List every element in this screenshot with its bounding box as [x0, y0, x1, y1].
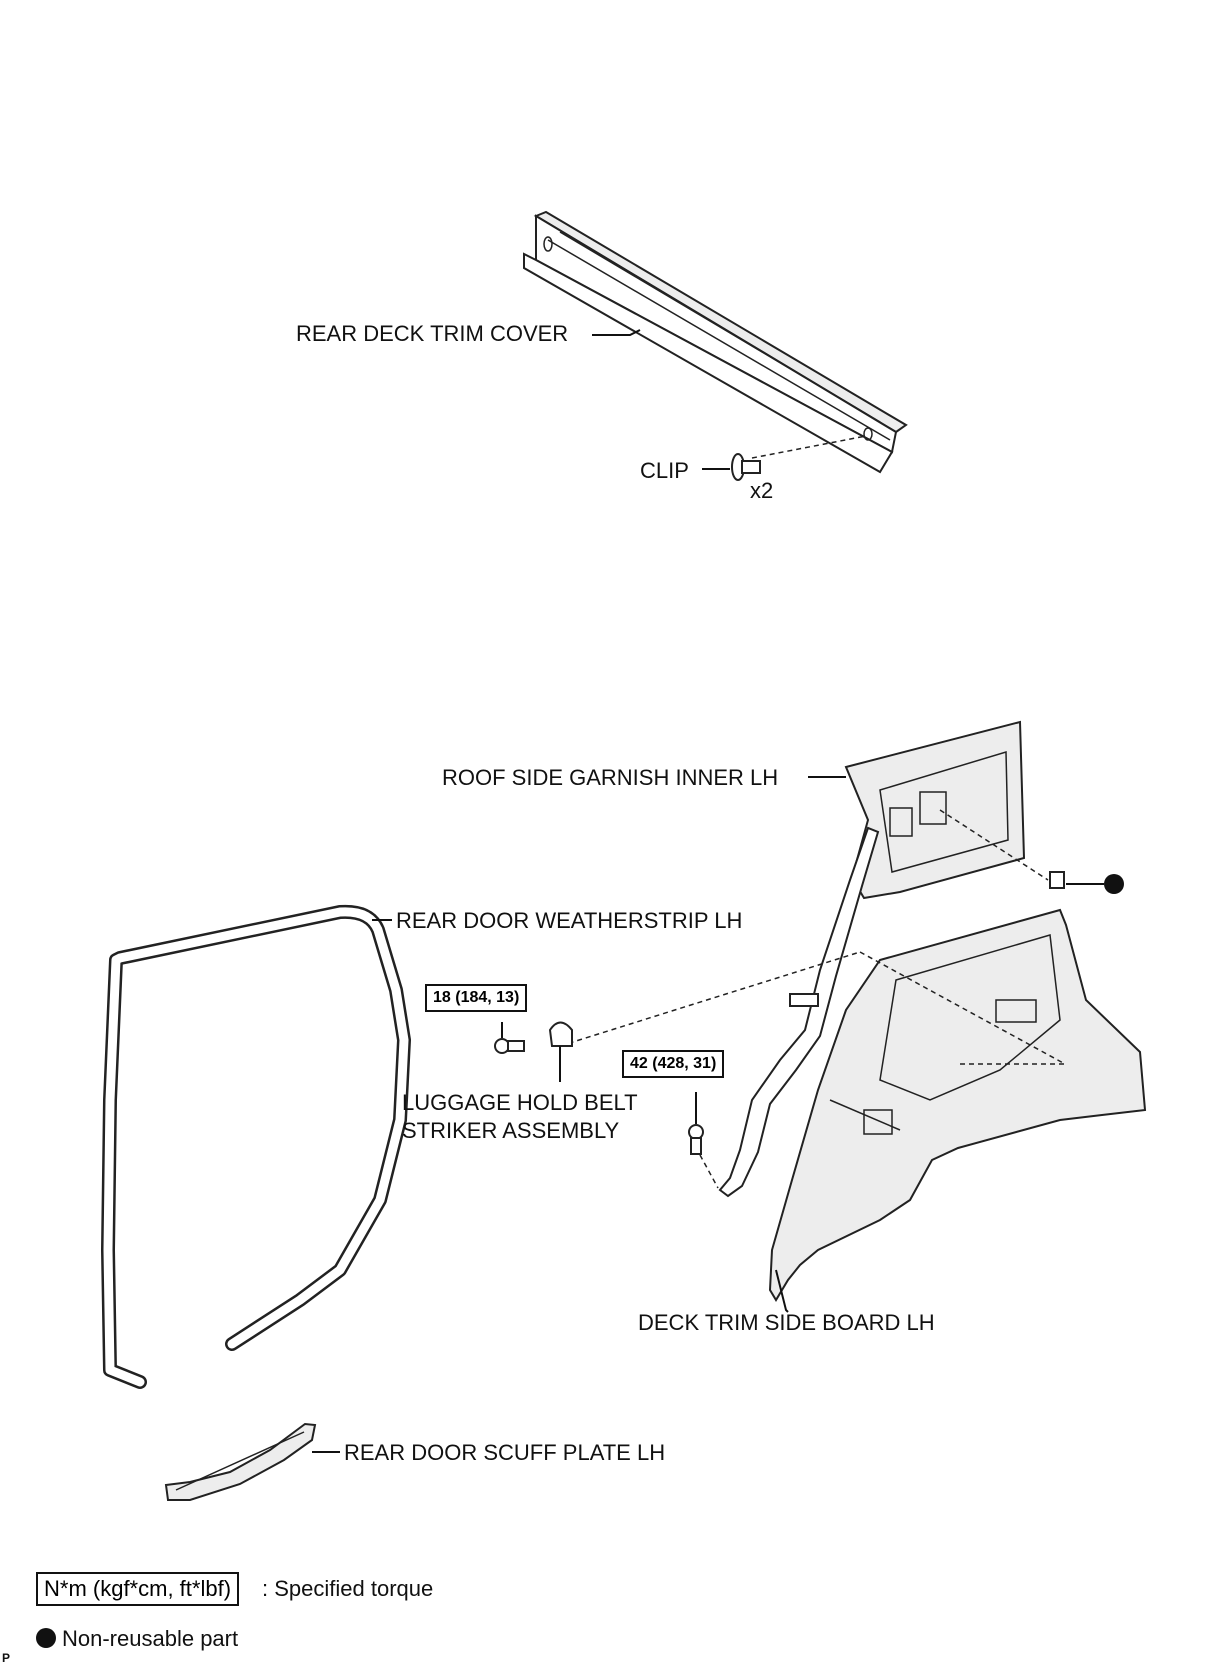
roof-side-garnish-drawing [808, 720, 1104, 900]
striker-dash-line [559, 951, 861, 1047]
label-rear-door-weatherstrip: REAR DOOR WEATHERSTRIP LH [396, 908, 743, 933]
torque-striker-bolt: 18 (184, 13) [425, 984, 528, 1012]
torque-belt-bolt: 42 (428, 31) [622, 1050, 725, 1078]
legend-torque-box: N*m (kgf*cm, ft*lbf) [36, 1572, 240, 1607]
luggage-striker-drawing [494, 1021, 573, 1082]
deck-trim-leader [775, 1269, 789, 1313]
nonreusable-marker [1104, 874, 1124, 894]
label-luggage-hold-line2: STRIKER ASSEMBLY [402, 1118, 620, 1143]
label-rear-door-scuff-plate: REAR DOOR SCUFF PLATE LH [344, 1440, 666, 1465]
corner-mark: P [2, 1651, 11, 1665]
legend-nonreusable-text: Non-reusable part [62, 1626, 239, 1651]
legend-nonreusable-dot [36, 1628, 56, 1648]
deck-trim-side-board-drawing [768, 908, 1147, 1302]
legend-torque-text: : Specified torque [262, 1576, 434, 1601]
rear-deck-trim-cover-drawing [523, 210, 908, 474]
label-luggage-hold-line1: LUGGAGE HOLD BELT [402, 1090, 638, 1115]
label-rear-deck-trim-cover: REAR DECK TRIM COVER [296, 321, 569, 346]
clip-drawing [702, 453, 761, 481]
label-clip-qty: x2 [750, 478, 774, 503]
belt-bolt-drawing [688, 1092, 719, 1189]
belt-drawing [718, 826, 880, 1198]
label-deck-trim-side-board: DECK TRIM SIDE BOARD LH [638, 1310, 935, 1335]
label-roof-side-garnish: ROOF SIDE GARNISH INNER LH [442, 765, 779, 790]
rear-door-weatherstrip-drawing [101, 904, 411, 1389]
rear-door-scuff-plate-drawing [164, 1422, 340, 1501]
label-clip: CLIP [640, 458, 689, 483]
